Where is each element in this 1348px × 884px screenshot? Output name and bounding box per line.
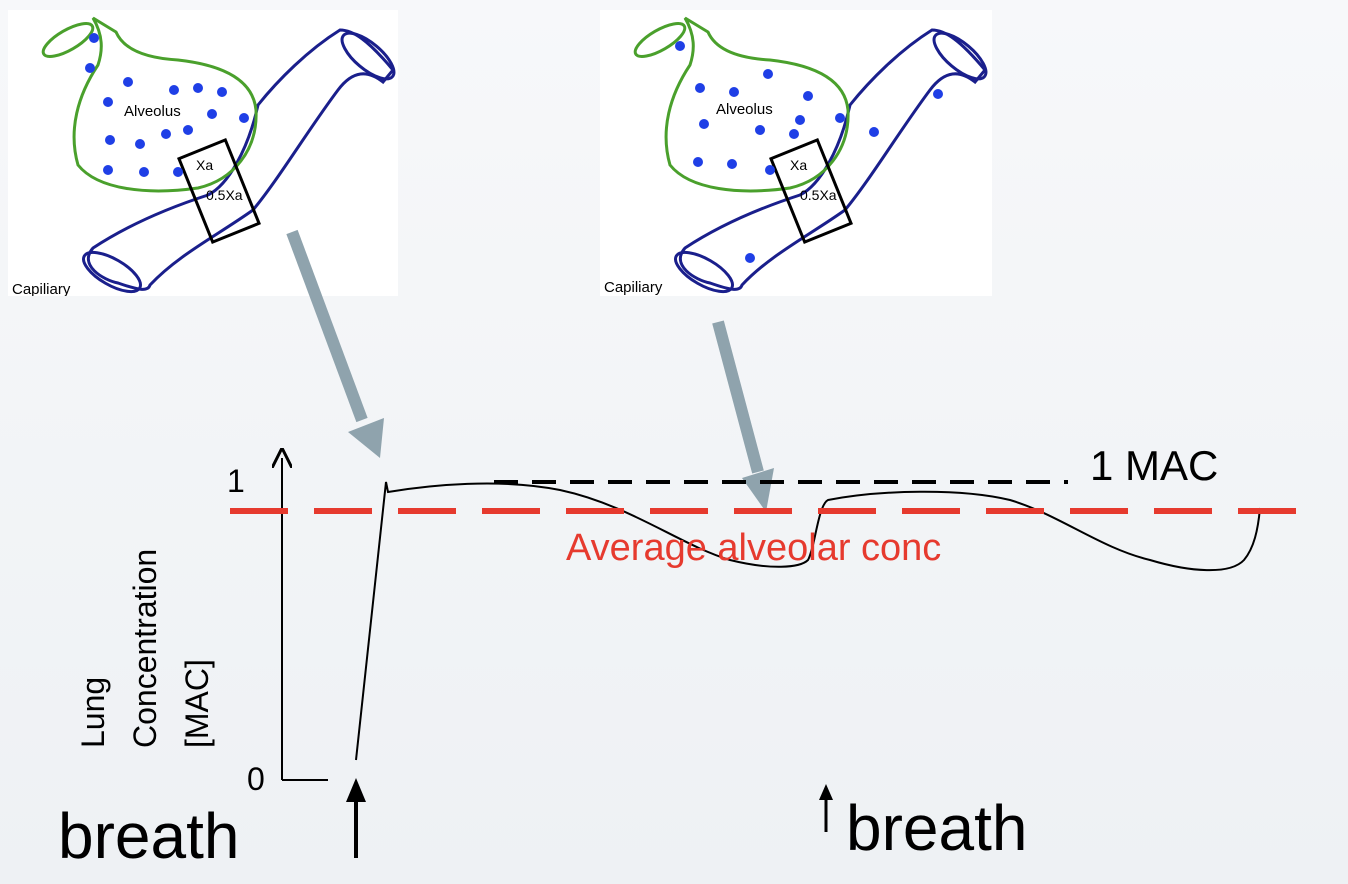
molecule bbox=[161, 129, 171, 139]
molecule bbox=[169, 85, 179, 95]
right-membrane-bottom-label: 0.5Xa bbox=[800, 187, 837, 203]
molecule bbox=[135, 139, 145, 149]
molecule bbox=[869, 127, 879, 137]
left-membrane-box bbox=[177, 137, 261, 245]
left-molecules bbox=[85, 33, 249, 177]
right-membrane-top-label: Xa bbox=[790, 157, 807, 173]
molecule bbox=[789, 129, 799, 139]
right-capillary-label: Capiliary bbox=[604, 279, 663, 296]
right-capillary-bottom-opening bbox=[674, 250, 734, 294]
molecule bbox=[729, 87, 739, 97]
left-breath-arrow bbox=[346, 778, 366, 858]
right-molecules bbox=[675, 41, 943, 263]
left-alveolus-label: Alveolus bbox=[124, 103, 181, 120]
molecule bbox=[675, 41, 685, 51]
left-membrane-bottom-label: 0.5Xa bbox=[206, 187, 243, 203]
y-tick-zero: 0 bbox=[247, 761, 265, 797]
left-alveolus bbox=[72, 16, 258, 193]
molecule bbox=[173, 167, 183, 177]
right-alveolus-opening bbox=[633, 22, 687, 58]
molecule bbox=[85, 63, 95, 73]
molecule bbox=[183, 125, 193, 135]
molecule bbox=[103, 97, 113, 107]
molecule bbox=[835, 113, 845, 123]
molecule bbox=[755, 125, 765, 135]
right-alveolus-diagram: Alveolus Capiliary Xa 0.5Xa bbox=[604, 16, 988, 296]
molecule bbox=[795, 115, 805, 125]
average-alveolar-label: Average alveolar conc bbox=[566, 527, 941, 569]
left-capillary-bottom-opening bbox=[82, 250, 142, 294]
molecule bbox=[727, 159, 737, 169]
concentration-curve bbox=[355, 481, 1261, 761]
right-membrane-box bbox=[769, 137, 853, 245]
y-axis-label-line-3: [MAC] bbox=[179, 659, 215, 748]
left-capillary bbox=[86, 28, 395, 291]
molecule bbox=[139, 167, 149, 177]
right-pointer-arrow bbox=[712, 320, 774, 512]
y-tick-one: 1 bbox=[227, 463, 245, 499]
molecule bbox=[193, 83, 203, 93]
molecule bbox=[207, 109, 217, 119]
molecule bbox=[745, 253, 755, 263]
y-axis-label: Lung Concentration [MAC] bbox=[75, 549, 215, 748]
right-capillary bbox=[678, 28, 987, 291]
molecule bbox=[693, 157, 703, 167]
molecule bbox=[933, 89, 943, 99]
left-membrane-top-label: Xa bbox=[196, 157, 213, 173]
y-axis-label-line-1: Lung bbox=[75, 677, 111, 748]
y-axis-label-line-2: Concentration bbox=[127, 549, 163, 748]
molecule bbox=[239, 113, 249, 123]
left-capillary-label: Capiliary bbox=[12, 281, 71, 296]
breath-label-left: breath bbox=[58, 800, 239, 872]
molecule bbox=[765, 165, 775, 175]
molecule bbox=[803, 91, 813, 101]
right-capillary-top-opening bbox=[932, 31, 988, 81]
molecule bbox=[695, 83, 705, 93]
breath-label-right: breath bbox=[846, 792, 1027, 864]
right-alveolus-panel: Alveolus Capiliary Xa 0.5Xa bbox=[600, 10, 992, 296]
right-alveolus bbox=[664, 16, 850, 193]
right-breath-arrow bbox=[819, 784, 833, 832]
molecule bbox=[699, 119, 709, 129]
molecule bbox=[103, 165, 113, 175]
right-alveolus-label: Alveolus bbox=[716, 101, 773, 118]
left-alveolus-opening bbox=[41, 22, 95, 58]
left-alveolus-panel: Alveolus Capiliary Xa 0.5Xa bbox=[8, 10, 398, 298]
mac-label: 1 MAC bbox=[1090, 442, 1218, 489]
molecule bbox=[217, 87, 227, 97]
molecule bbox=[763, 69, 773, 79]
left-capillary-top-opening bbox=[340, 31, 396, 81]
left-alveolus-diagram: Alveolus Capiliary Xa 0.5Xa bbox=[12, 16, 396, 298]
molecule bbox=[89, 33, 99, 43]
molecule bbox=[105, 135, 115, 145]
left-pointer-arrow bbox=[286, 229, 384, 458]
molecule bbox=[123, 77, 133, 87]
